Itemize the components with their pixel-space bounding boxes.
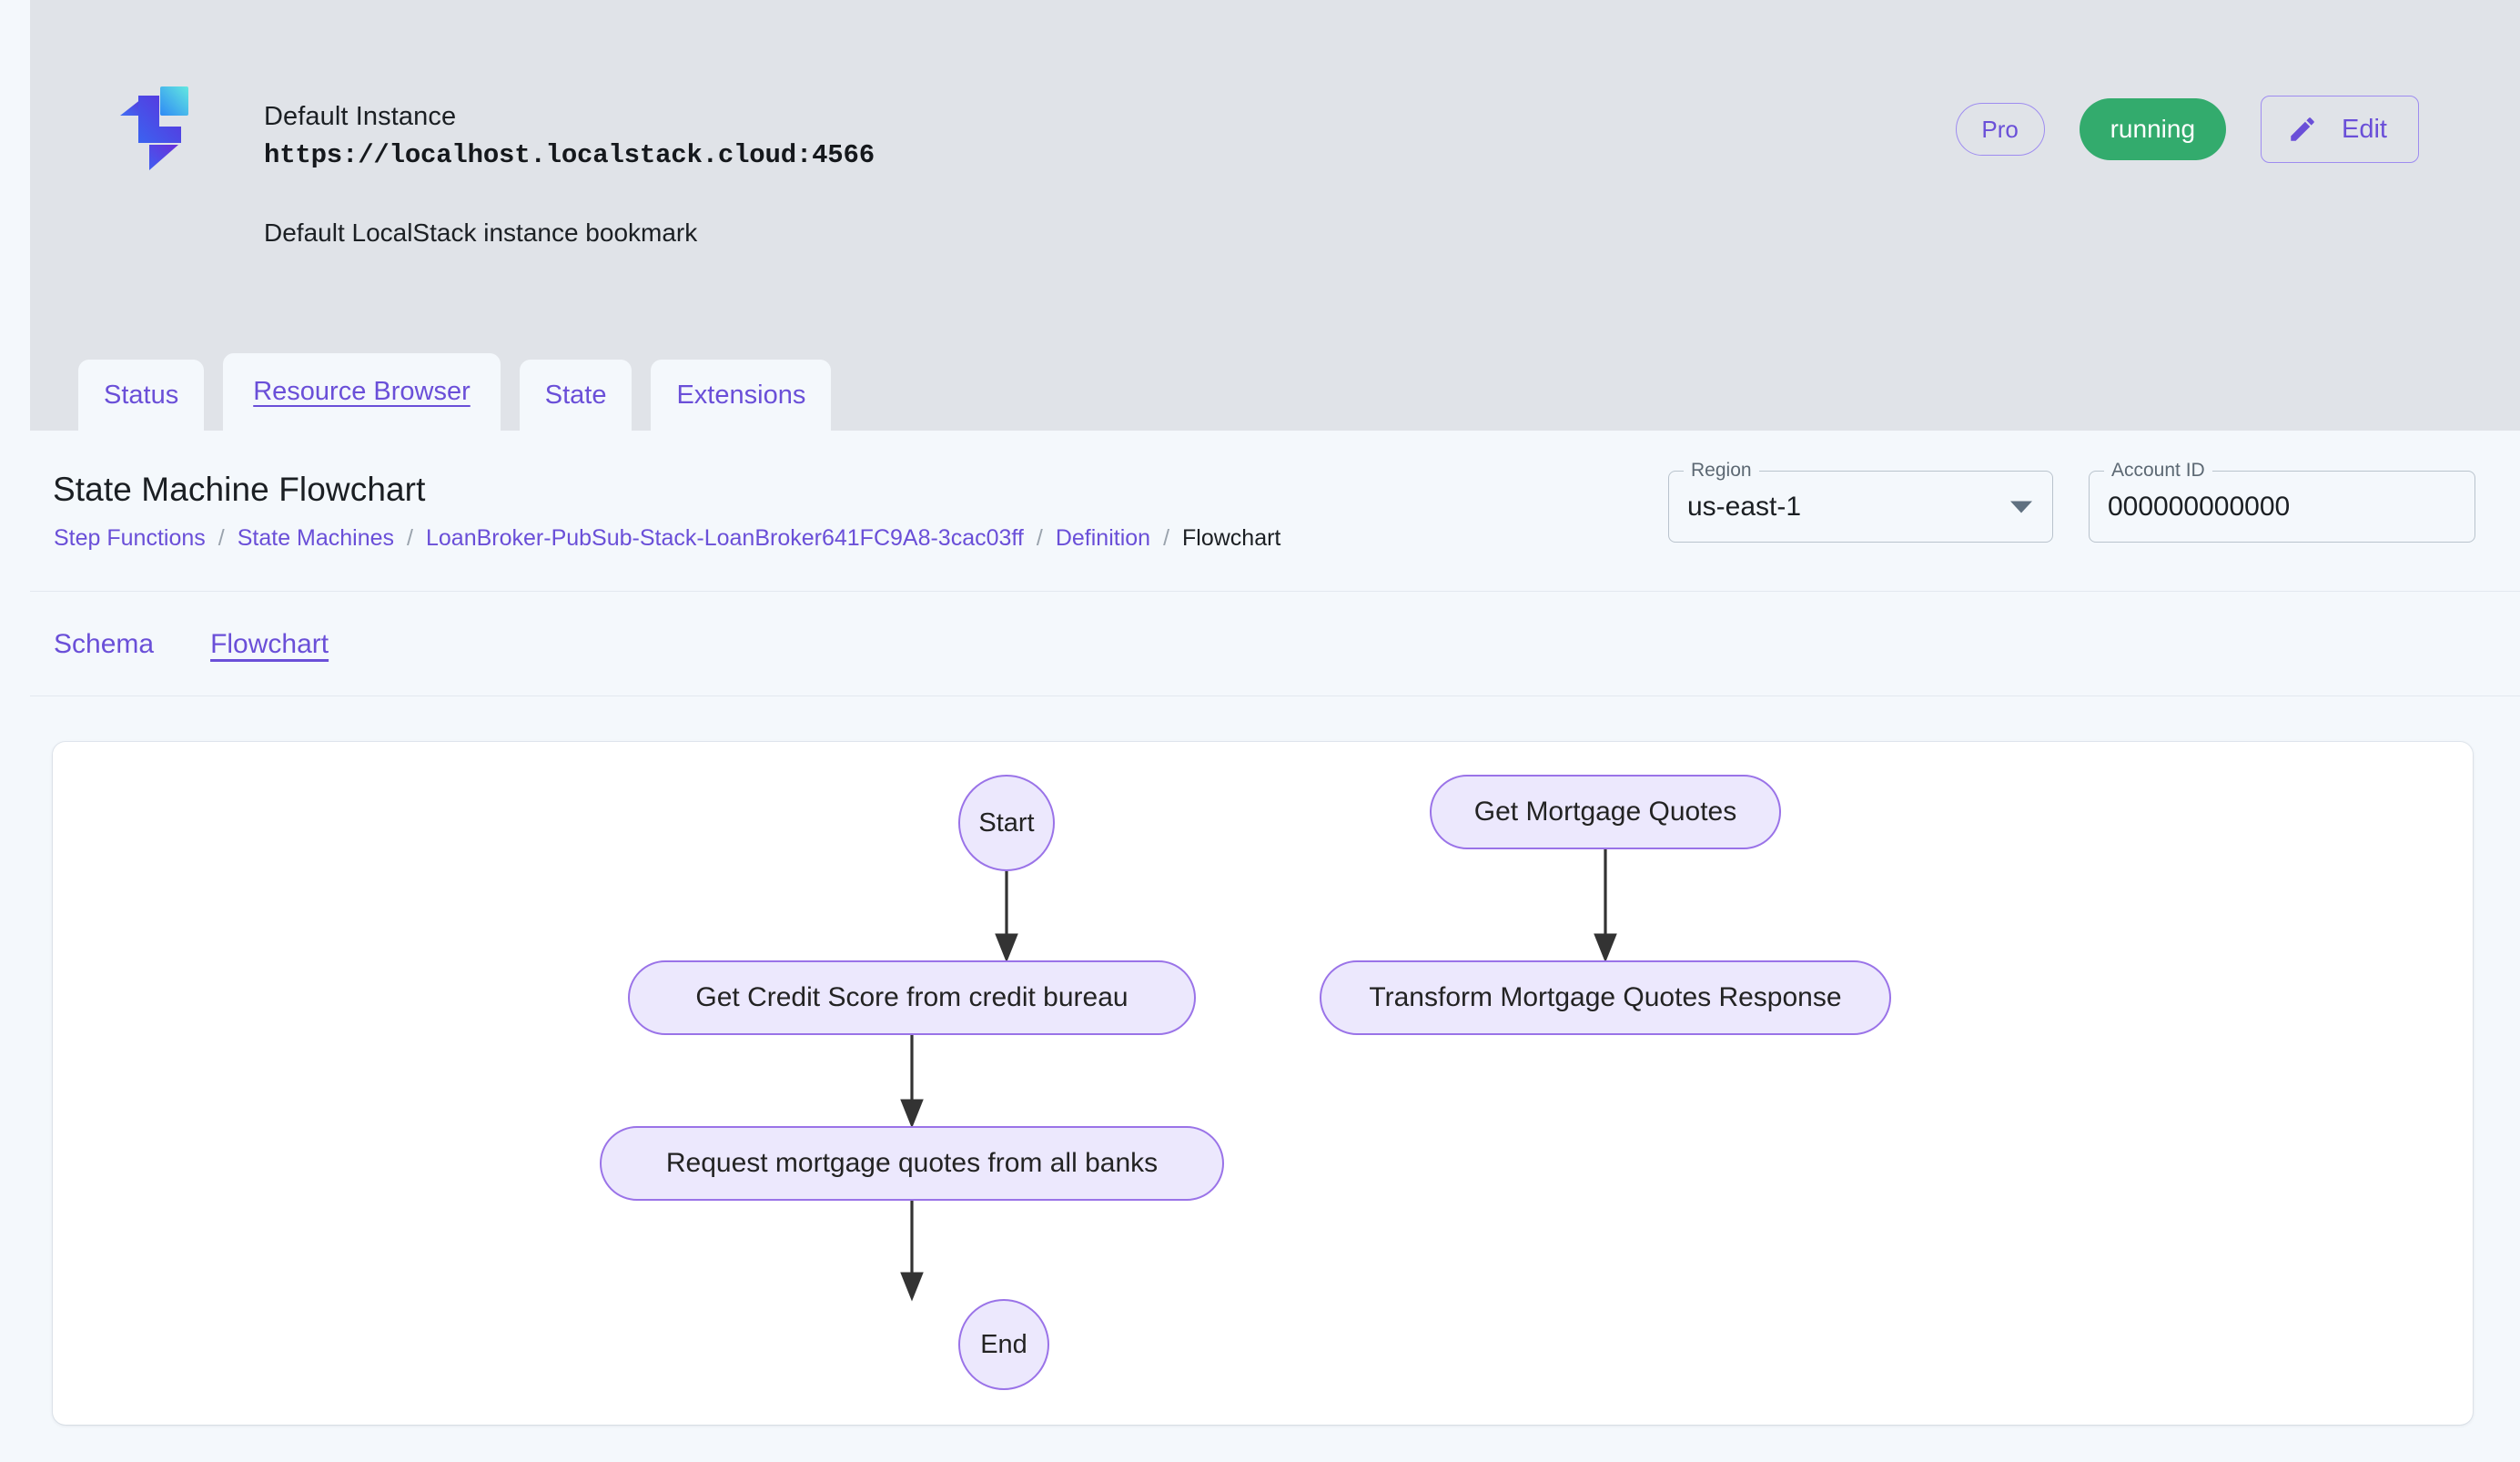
breadcrumb-item-state-machines[interactable]: State Machines bbox=[237, 525, 395, 551]
flowchart-edges bbox=[900, 849, 1617, 1302]
pro-badge[interactable]: Pro bbox=[1955, 103, 2045, 156]
flow-node-label: End bbox=[980, 1329, 1027, 1359]
page-title: State Machine Flowchart bbox=[53, 471, 426, 508]
scope-filters: Region us-east-1 Account ID 000000000000 bbox=[1668, 459, 2475, 543]
tab-state[interactable]: State bbox=[519, 360, 633, 431]
flow-node-label: Start bbox=[978, 807, 1035, 838]
status-badge: running bbox=[2079, 98, 2227, 160]
breadcrumb-separator: / bbox=[407, 525, 413, 551]
region-value: us-east-1 bbox=[1687, 491, 1802, 522]
breadcrumb-separator: / bbox=[1036, 525, 1043, 551]
definition-subtabs: Schema Flowchart bbox=[30, 593, 2520, 696]
account-id-label: Account ID bbox=[2104, 459, 2212, 482]
flow-node-label: Request mortgage quotes from all banks bbox=[665, 1148, 1159, 1178]
instance-identity: Default Instance https://localhost.local… bbox=[264, 98, 875, 175]
flow-node-start[interactable]: Start bbox=[958, 775, 1055, 871]
page-header: State Machine Flowchart Step Functions /… bbox=[30, 431, 2520, 592]
instance-description: Default LocalStack instance bookmark bbox=[264, 218, 698, 247]
pencil-icon bbox=[2287, 114, 2318, 145]
account-id-value: 000000000000 bbox=[2108, 491, 2291, 522]
main-tabs: Status Resource Browser State Extensions bbox=[78, 353, 832, 431]
tab-status[interactable]: Status bbox=[78, 360, 205, 431]
localstack-logo-icon bbox=[118, 86, 195, 170]
region-label: Region bbox=[1684, 459, 1759, 482]
breadcrumb-item-state-machine-name[interactable]: LoanBroker-PubSub-Stack-LoanBroker641FC9… bbox=[426, 525, 1024, 551]
breadcrumb: Step Functions / State Machines / LoanBr… bbox=[54, 525, 1280, 552]
tab-resource-browser-label: Resource Browser bbox=[253, 377, 471, 406]
flow-node-label: Transform Mortgage Quotes Response bbox=[1369, 982, 1842, 1012]
breadcrumb-item-step-functions[interactable]: Step Functions bbox=[54, 525, 206, 551]
flow-node-request[interactable]: Request mortgage quotes from all banks bbox=[600, 1126, 1224, 1201]
subtab-flowchart[interactable]: Flowchart bbox=[210, 628, 329, 659]
breadcrumb-item-flowchart: Flowchart bbox=[1182, 525, 1281, 551]
instance-name: Default Instance bbox=[264, 102, 457, 131]
breadcrumb-separator: / bbox=[1163, 525, 1170, 551]
tab-extensions-label: Extensions bbox=[676, 380, 806, 410]
flow-node-end[interactable]: End bbox=[958, 1299, 1049, 1390]
flow-node-transform[interactable]: Transform Mortgage Quotes Response bbox=[1320, 960, 1891, 1035]
tab-extensions[interactable]: Extensions bbox=[651, 360, 832, 431]
edit-button[interactable]: Edit bbox=[2261, 96, 2419, 163]
edit-button-label: Edit bbox=[2342, 114, 2387, 144]
flow-node-label: Get Credit Score from credit bureau bbox=[695, 982, 1128, 1012]
chevron-down-icon bbox=[2010, 501, 2032, 513]
tab-status-label: Status bbox=[104, 380, 179, 410]
flow-node-credit[interactable]: Get Credit Score from credit bureau bbox=[628, 960, 1196, 1035]
tab-resource-browser[interactable]: Resource Browser bbox=[223, 353, 501, 431]
instance-endpoint: https://localhost.localstack.cloud:4566 bbox=[264, 140, 875, 170]
subtab-schema[interactable]: Schema bbox=[54, 628, 155, 659]
instance-actions: Pro running Edit bbox=[1955, 96, 2419, 163]
flow-node-quotes[interactable]: Get Mortgage Quotes bbox=[1430, 775, 1781, 849]
breadcrumb-item-definition[interactable]: Definition bbox=[1055, 525, 1151, 551]
breadcrumb-separator: / bbox=[218, 525, 225, 551]
tab-state-label: State bbox=[544, 380, 607, 410]
flow-node-label: Get Mortgage Quotes bbox=[1473, 797, 1737, 827]
account-id-input[interactable]: Account ID 000000000000 bbox=[2089, 459, 2475, 543]
region-select[interactable]: Region us-east-1 bbox=[1668, 459, 2053, 543]
